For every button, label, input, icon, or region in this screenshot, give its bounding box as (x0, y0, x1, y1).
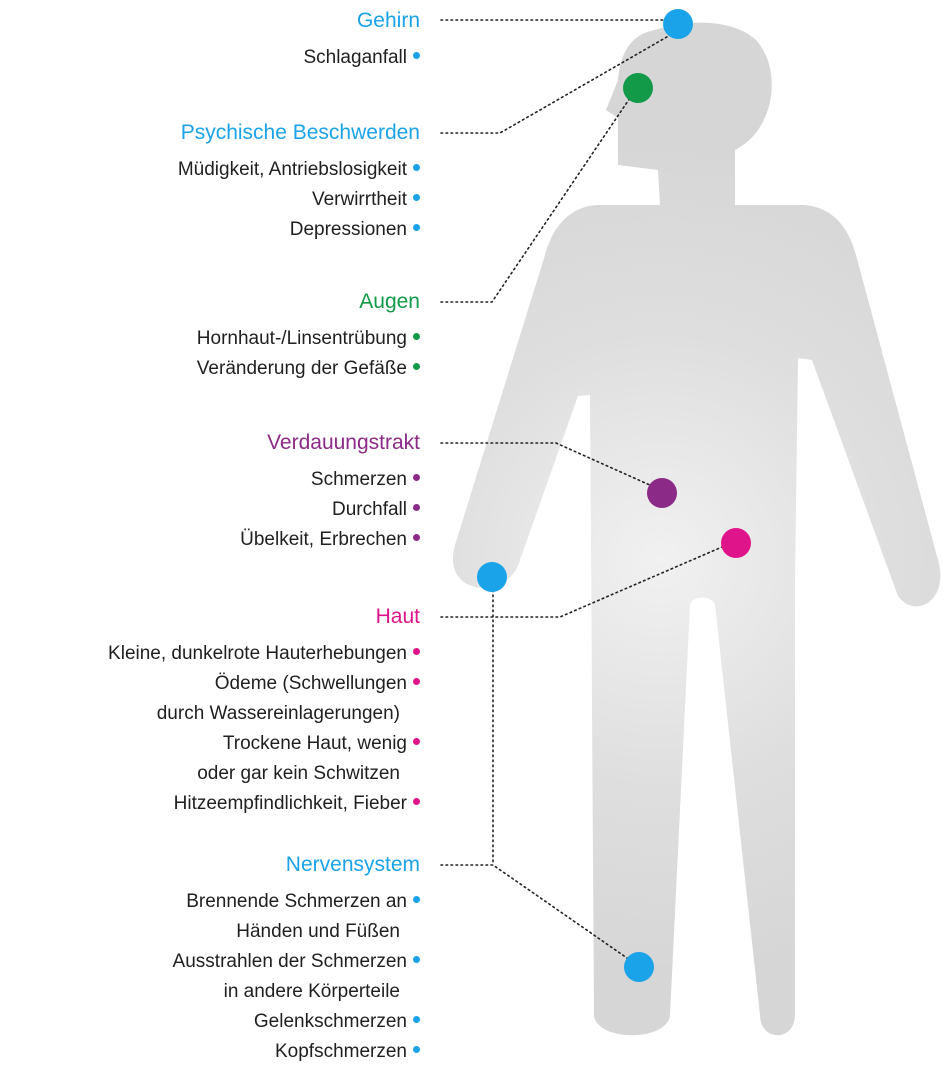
symptom-item: Trockene Haut, wenig (108, 729, 420, 759)
symptom-item: oder gar kein Schwitzen (108, 759, 420, 789)
section-gehirn: Gehirn Schlaganfall (303, 8, 420, 73)
symptom-item: Verwirrtheit (178, 185, 420, 215)
symptom-item: Veränderung der Gefäße (197, 354, 420, 384)
bullet-dot (413, 224, 420, 231)
symptom-text: Kleine, dunkelrote Hauterhebungen (108, 643, 407, 664)
symptom-text: in andere Körperteile (224, 981, 400, 1002)
symptom-item: Brennende Schmerzen an (173, 887, 420, 917)
symptom-text: durch Wassereinlagerungen) (157, 703, 400, 724)
symptom-item: Ausstrahlen der Schmerzen (173, 947, 420, 977)
section-heading: Nervensystem (173, 852, 420, 878)
bullet-dot (413, 1016, 420, 1023)
symptom-text: Gelenkschmerzen (254, 1011, 407, 1032)
bullet-dot (413, 648, 420, 655)
body-shape (453, 205, 941, 1035)
symptom-item: Schmerzen (240, 465, 420, 495)
brain-marker (663, 9, 693, 39)
symptom-item: Schlaganfall (303, 43, 420, 73)
symptom-item: Kopfschmerzen (173, 1037, 420, 1067)
bullet-dot (413, 363, 420, 370)
symptom-text: Schlaganfall (303, 47, 407, 68)
symptom-text: Veränderung der Gefäße (197, 358, 407, 379)
symptom-item: Händen und Füßen (173, 917, 420, 947)
symptom-text: Depressionen (290, 219, 407, 240)
symptom-item: in andere Körperteile (173, 977, 420, 1007)
section-heading: Verdauungstrakt (240, 430, 420, 456)
symptom-text: Durchfall (332, 499, 407, 520)
foot-nerve-marker (624, 952, 654, 982)
symptom-text: oder gar kein Schwitzen (197, 763, 400, 784)
eye-marker (623, 73, 653, 103)
symptom-item: Depressionen (178, 215, 420, 245)
symptom-text: Ödeme (Schwellungen (215, 673, 407, 694)
bullet-dot (413, 504, 420, 511)
symptom-text: Müdigkeit, Antriebslosigkeit (178, 159, 407, 180)
bullet-dot (413, 1046, 420, 1053)
bullet-dot (413, 52, 420, 59)
symptom-text: Trockene Haut, wenig (223, 733, 407, 754)
symptom-text: Übelkeit, Erbrechen (240, 529, 407, 550)
section-psyche: Psychische Beschwerden Müdigkeit, Antrie… (178, 120, 420, 245)
bullet-dot (413, 738, 420, 745)
skin-marker (721, 528, 751, 558)
symptom-text: Schmerzen (311, 469, 407, 490)
symptom-list: Schlaganfall (303, 43, 420, 73)
section-heading: Haut (108, 604, 420, 630)
hand-nerve-marker (477, 562, 507, 592)
bullet-dot (413, 164, 420, 171)
human-silhouette (453, 23, 941, 1036)
symptom-item: Kleine, dunkelrote Hauterhebungen (108, 639, 420, 669)
bullet-dot (413, 956, 420, 963)
symptom-text: Ausstrahlen der Schmerzen (173, 951, 407, 972)
symptom-item: Gelenkschmerzen (173, 1007, 420, 1037)
symptom-text: Hitzeempfindlichkeit, Fieber (174, 793, 407, 814)
section-heading: Augen (197, 289, 420, 315)
symptom-text: Verwirrtheit (312, 189, 407, 210)
symptom-item: Übelkeit, Erbrechen (240, 525, 420, 555)
bullet-dot (413, 534, 420, 541)
bullet-dot (413, 474, 420, 481)
symptom-text: Händen und Füßen (236, 921, 400, 942)
symptom-text: Hornhaut-/Linsentrübung (197, 328, 407, 349)
symptom-item: Durchfall (240, 495, 420, 525)
symptom-item: Hornhaut-/Linsentrübung (197, 324, 420, 354)
symptom-text: Brennende Schmerzen an (186, 891, 407, 912)
symptom-item: durch Wassereinlagerungen) (108, 699, 420, 729)
bullet-dot (413, 678, 420, 685)
symptom-item: Hitzeempfindlichkeit, Fieber (108, 789, 420, 819)
symptom-item: Ödeme (Schwellungen (108, 669, 420, 699)
head-shape (606, 23, 772, 205)
bullet-dot (413, 194, 420, 201)
symptom-text: Kopfschmerzen (275, 1041, 407, 1062)
bullet-dot (413, 798, 420, 805)
symptom-item: Müdigkeit, Antriebslosigkeit (178, 155, 420, 185)
section-heading: Gehirn (303, 8, 420, 34)
digestive-marker (647, 478, 677, 508)
section-nerven: Nervensystem Brennende Schmerzen an Hände… (173, 852, 420, 1067)
bullet-dot (413, 333, 420, 340)
section-heading: Psychische Beschwerden (178, 120, 420, 146)
bullet-dot (413, 896, 420, 903)
